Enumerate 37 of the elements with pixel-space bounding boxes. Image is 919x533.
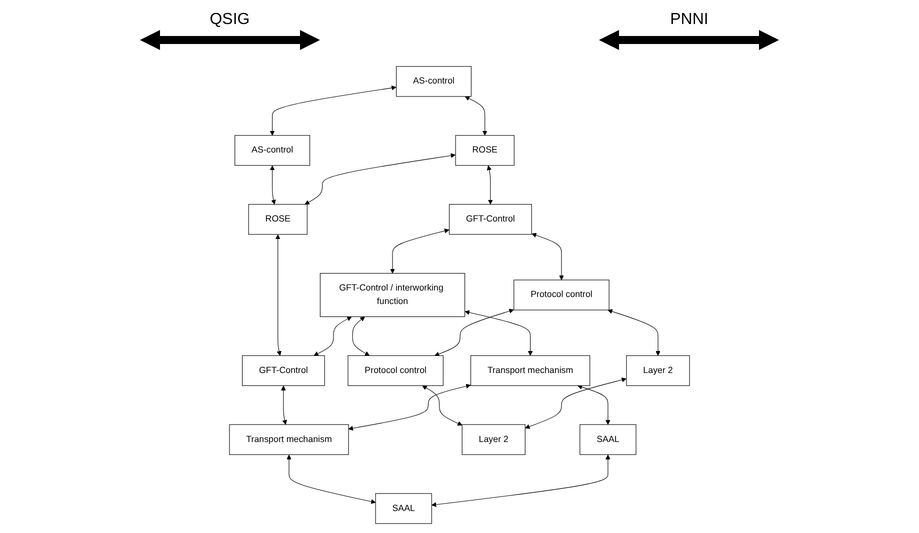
node-box: Transport mechanism	[229, 424, 349, 455]
arrow	[275, 234, 282, 356]
arrow	[434, 308, 514, 356]
node-box: ROSE	[455, 135, 514, 166]
node-box: Layer 2	[626, 355, 690, 386]
arrow	[431, 454, 610, 508]
node-box: Transport mechanism	[470, 355, 590, 386]
node-box: GFT-Control / interworking function	[320, 273, 466, 317]
arrow	[422, 386, 462, 426]
arrow	[352, 316, 370, 356]
arrow	[464, 310, 533, 356]
arrow	[486, 165, 493, 205]
arrow	[348, 384, 471, 431]
protocol-name: PNNI	[670, 11, 708, 29]
node-box: Protocol control	[348, 355, 444, 386]
arrow	[270, 165, 276, 205]
arrow	[464, 96, 488, 136]
arrow	[608, 309, 660, 356]
arrow	[304, 153, 456, 205]
node-box: SAAL	[375, 493, 432, 524]
arrow	[286, 454, 376, 504]
arrow	[281, 386, 288, 425]
node-box: GFT-Control	[242, 355, 325, 386]
protocol-name: QSIG	[210, 11, 250, 29]
arrow	[390, 228, 450, 274]
node-box: GFT-Control	[448, 204, 532, 235]
node-box: AS-control	[234, 135, 310, 166]
arrow	[270, 86, 396, 136]
arrow	[524, 378, 626, 429]
node-box: Protocol control	[514, 280, 610, 310]
arrow	[314, 316, 352, 356]
arrow	[577, 384, 610, 425]
arrow	[532, 232, 564, 280]
node-box: Layer 2	[462, 424, 526, 455]
node-box: SAAL	[580, 424, 636, 455]
node-box: AS-control	[396, 66, 472, 97]
node-box: ROSE	[248, 204, 308, 235]
